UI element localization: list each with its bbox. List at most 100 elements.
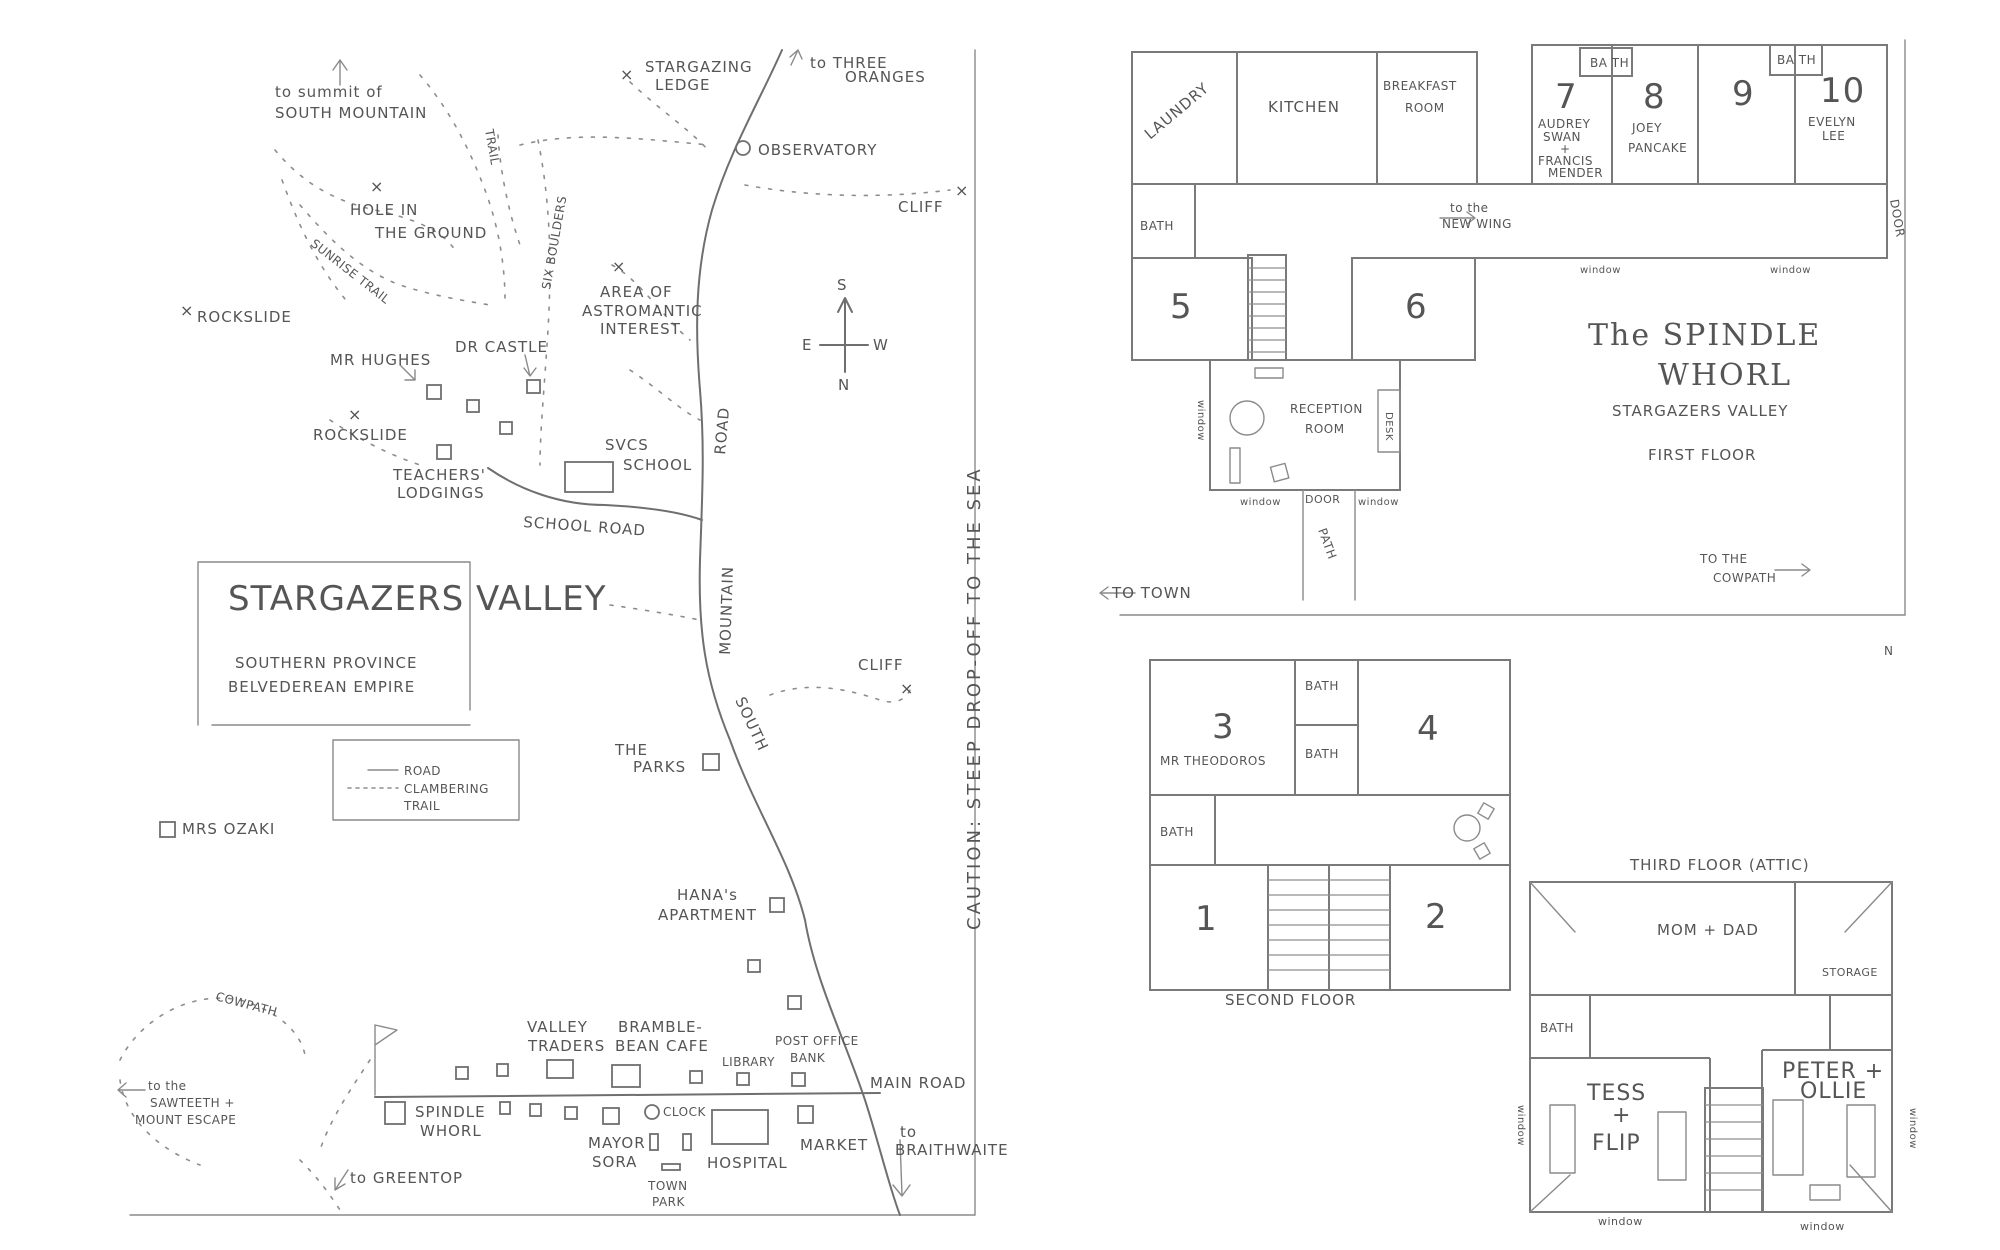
first-floor-stairs <box>1247 254 1287 361</box>
flip-bed <box>1657 1111 1687 1181</box>
label-spindle-1: SPINDLE <box>415 1103 486 1121</box>
label-observatory: OBSERVATORY <box>758 141 877 159</box>
label-room7-guest-4: FRANCIS <box>1538 154 1593 168</box>
map-subtitle-2: BELVEDEREAN EMPIRE <box>228 678 415 696</box>
label-laundry: LAUNDRY <box>1141 79 1213 143</box>
inn-title-1: The SPINDLE <box>1588 318 1821 353</box>
label-astro-3: INTEREST <box>600 320 681 338</box>
label-room-1: 1 <box>1195 899 1218 939</box>
label-mrs-ozaki: MRS OZAKI <box>182 820 275 838</box>
trail-ledge <box>629 81 709 151</box>
house <box>499 1101 511 1115</box>
compass-rose: S N E W <box>802 276 889 394</box>
label-window: window <box>1358 497 1399 508</box>
label-braithwaite-2: BRAITHWAITE <box>895 1141 1009 1159</box>
label-to-town: TO TOWN <box>1111 584 1192 602</box>
third-floor-label: THIRD FLOOR (ATTIC) <box>1629 856 1810 874</box>
teachers-lodgings <box>436 444 452 460</box>
label-bramble-1: BRAMBLE- <box>618 1018 703 1036</box>
second-floor-label: SECOND FLOOR <box>1225 991 1356 1009</box>
label-cliff-mid: CLIFF <box>858 656 904 674</box>
house <box>455 1066 469 1080</box>
label-room-3: 3 <box>1212 707 1235 747</box>
house <box>564 1106 578 1120</box>
label-window: window <box>1515 1105 1526 1146</box>
label-post-1: POST OFFICE <box>775 1034 859 1048</box>
marker-cliff-mid: × <box>900 679 913 698</box>
label-parks-1: THE <box>614 741 648 759</box>
marker-rockslide-2: × <box>348 405 361 424</box>
label-breakfast-2: ROOM <box>1405 101 1445 115</box>
label-room8-guest-1: JOEY <box>1631 121 1662 135</box>
trail-west <box>281 179 351 306</box>
label-peter-1: PETER + <box>1782 1059 1884 1084</box>
label-six-boulders: SIX BOULDERS <box>539 195 569 291</box>
third-floor-plan: THIRD FLOOR (ATTIC) <box>1515 856 1918 1233</box>
school-road <box>487 467 703 521</box>
landing-chair <box>1477 802 1495 820</box>
label-hole-1: HOLE IN <box>350 201 418 219</box>
peter-bed <box>1772 1099 1804 1176</box>
label-room10-guest-2: LEE <box>1822 129 1845 143</box>
reception-chair <box>1269 462 1290 483</box>
label-window: window <box>1907 1108 1918 1149</box>
map-title-line: STARGAZERS VALLEY <box>228 579 606 619</box>
greentop-arrow <box>334 1169 349 1191</box>
label-cowpath-2: COWPATH <box>1713 571 1776 585</box>
new-wing-arrow <box>1439 211 1476 225</box>
label-sf-bath-2: BATH <box>1305 747 1339 761</box>
reception-table <box>1229 400 1265 436</box>
label-sawteeth-3: MOUNT ESCAPE <box>135 1113 236 1127</box>
observatory-dome <box>735 140 751 156</box>
label-dr-castle: DR CASTLE <box>455 338 548 356</box>
compass-w-label: W <box>873 336 889 354</box>
label-ff-bath-2: BA TH <box>1777 53 1816 67</box>
label-room10-guest-1: EVELYN <box>1808 115 1856 129</box>
label-new-wing-2: NEW WING <box>1442 217 1512 231</box>
kitchen-room <box>1236 51 1378 185</box>
town-park-plot <box>661 1163 681 1171</box>
label-kitchen: KITCHEN <box>1268 98 1340 116</box>
label-cliff-top: CLIFF <box>898 198 944 216</box>
label-main-road: MAIN ROAD <box>870 1074 966 1092</box>
label-rockslide-2: ROCKSLIDE <box>313 426 408 444</box>
label-desk: DESK <box>1383 412 1394 441</box>
trail-cliff-mid <box>769 686 911 703</box>
label-summit-1: to summit of <box>275 83 383 101</box>
braithwaite-arrow <box>892 1139 911 1197</box>
label-post-2: BANK <box>790 1051 826 1065</box>
house <box>649 1133 659 1151</box>
legend-trail-2: TRAIL <box>403 799 440 813</box>
label-greentop: to GREENTOP <box>350 1169 463 1187</box>
house <box>499 421 513 435</box>
label-hall-bath: BATH <box>1140 219 1174 233</box>
label-sawteeth-1: to the <box>148 1079 187 1093</box>
trail-astro-2 <box>629 369 701 421</box>
house <box>496 1063 509 1077</box>
trail-spindle-w <box>319 1059 371 1151</box>
label-town-park-1: TOWN <box>647 1179 688 1193</box>
breakfast-room <box>1376 51 1478 185</box>
attic-chest <box>1809 1184 1841 1201</box>
sawteeth-arrow <box>117 1082 146 1098</box>
bramble-bean-cafe-building <box>611 1064 641 1088</box>
marker-astro: × <box>612 257 625 276</box>
label-valley-traders-1: VALLEY <box>527 1018 588 1036</box>
label-room-5: 5 <box>1170 287 1193 327</box>
label-cowpath: COWPATH <box>214 989 279 1019</box>
label-clock: CLOCK <box>663 1105 706 1119</box>
laundry-room <box>1131 51 1238 185</box>
market-building <box>797 1105 814 1124</box>
label-three-oranges-2: ORANGES <box>845 68 926 86</box>
compass-n-label: N <box>838 376 850 394</box>
label-road-1: ROAD <box>711 406 733 455</box>
label-ff-bath-1: BA TH <box>1590 56 1629 70</box>
label-window: window <box>1195 400 1206 441</box>
label-window: window <box>1240 497 1281 508</box>
legend-road: ROAD <box>404 764 441 778</box>
label-braithwaite-1: to <box>900 1123 917 1141</box>
tess-bed <box>1549 1104 1576 1174</box>
flag-icon <box>374 1024 398 1096</box>
label-room-7: 7 <box>1555 77 1578 117</box>
main-road <box>374 1092 881 1098</box>
